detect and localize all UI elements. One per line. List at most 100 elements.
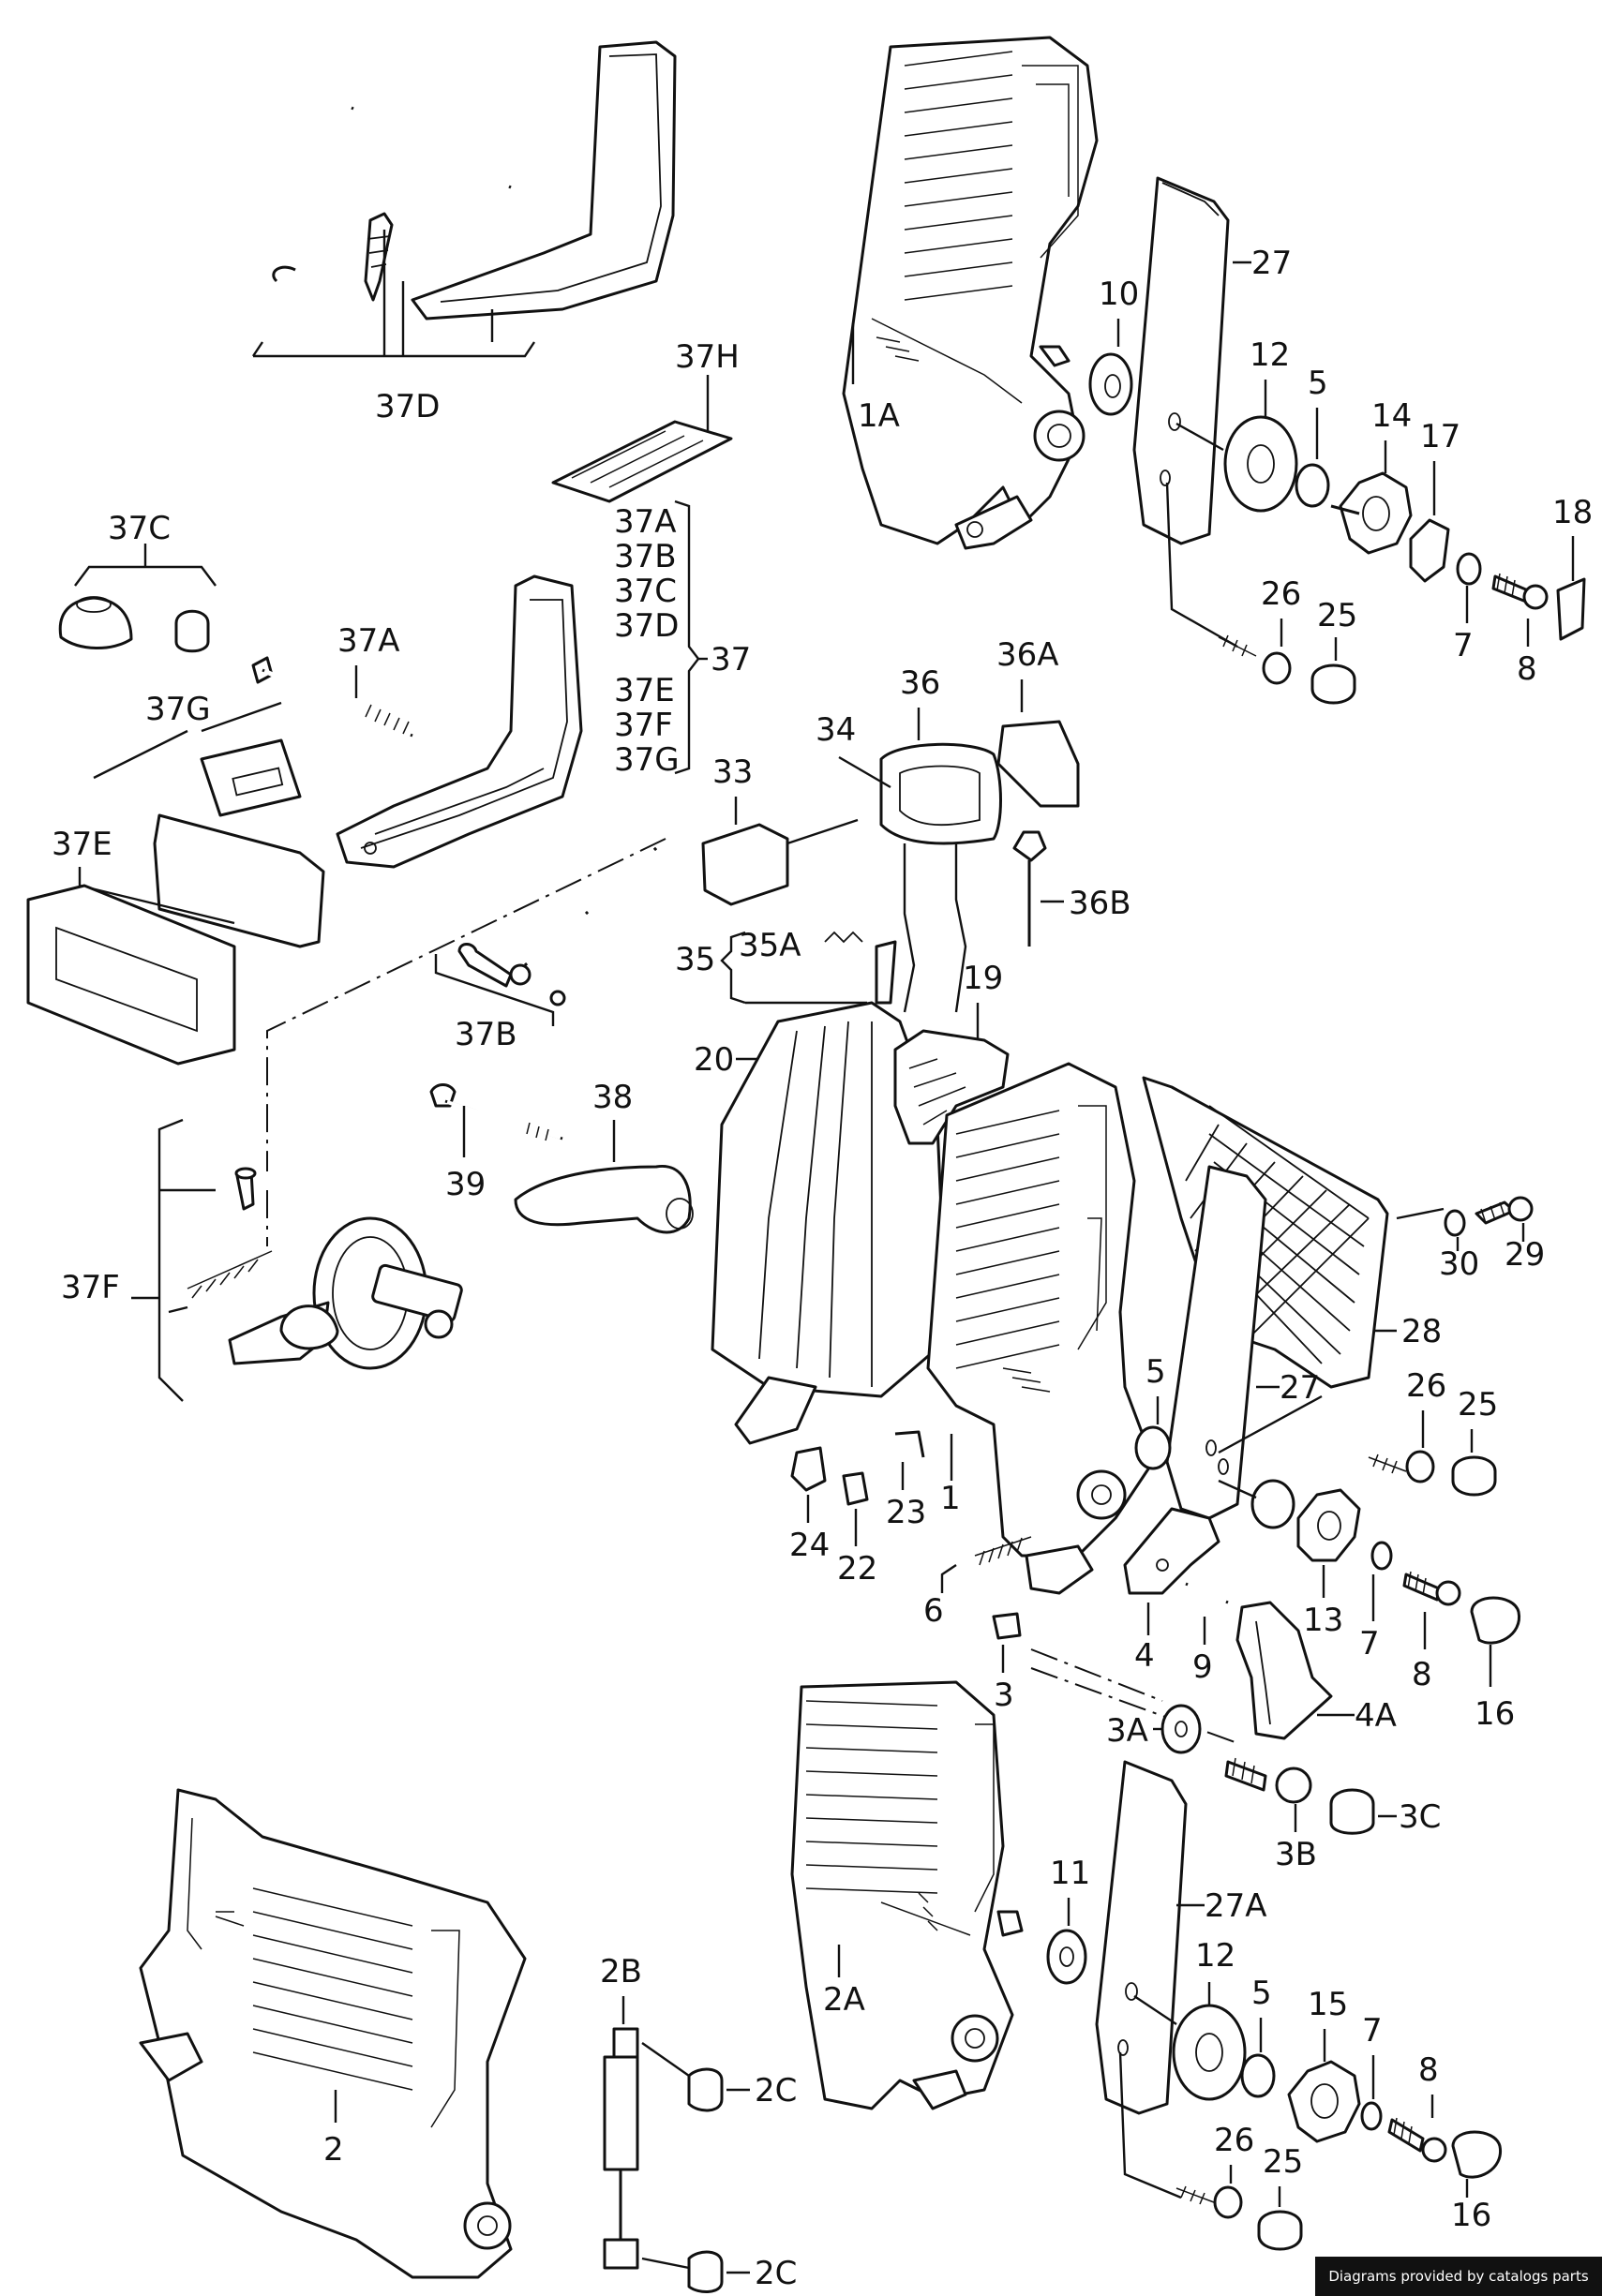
svg-text:7: 7	[1359, 1625, 1380, 1662]
part-17: 17	[1409, 418, 1460, 583]
svg-text:25: 25	[1263, 2143, 1303, 2181]
svg-text:22: 22	[837, 1550, 877, 1588]
part-25-mid: 25	[1451, 1386, 1498, 1497]
part-19: 19	[893, 960, 1010, 1145]
part-1a-backrest: 1A	[842, 36, 1099, 550]
svg-text:37F: 37F	[614, 707, 673, 744]
part-4: 4	[1123, 1507, 1220, 1675]
svg-text:37B: 37B	[455, 1016, 517, 1053]
part-20-cover: 20	[694, 1001, 949, 1445]
part-35: 35 35A	[675, 927, 897, 1005]
credit-banner: Diagrams provided by catalogs parts	[1315, 2257, 1602, 2296]
svg-text:5: 5	[1251, 1975, 1272, 2012]
part-12-top: 12	[1175, 336, 1298, 513]
part-2b-strut: 2B	[600, 1953, 642, 2270]
part-6: 6	[923, 1536, 1032, 1630]
svg-text:35A: 35A	[739, 927, 801, 964]
svg-text:7: 7	[1362, 2012, 1383, 2050]
part-2c-upper: 2C	[641, 2042, 797, 2112]
part-13-knob: 13	[1218, 1479, 1361, 1639]
svg-text:37B: 37B	[614, 538, 677, 575]
svg-text:5: 5	[1145, 1353, 1166, 1391]
svg-text:37E: 37E	[614, 672, 675, 709]
svg-text:29: 29	[1505, 1236, 1545, 1274]
part-8-mid: 8	[1402, 1571, 1461, 1693]
part-36a: 36A	[996, 636, 1080, 808]
part-25-bottom: 25	[1257, 2143, 1303, 2251]
part-8-bottom: 8	[1387, 2051, 1447, 2163]
part-2-backrest: 2	[139, 1788, 527, 2279]
svg-text:15: 15	[1308, 1986, 1348, 2023]
part-37b: 37B	[434, 844, 660, 1053]
part-22: 22	[837, 1471, 877, 1588]
part-9: 9	[1185, 1580, 1229, 1686]
part-7-mid: 7	[1359, 1541, 1393, 1662]
svg-text:4A: 4A	[1355, 1697, 1397, 1735]
svg-text:37G: 37G	[145, 691, 211, 728]
svg-text:3A: 3A	[1106, 1712, 1148, 1750]
part-18: 18	[1552, 494, 1593, 641]
svg-text:2B: 2B	[600, 1953, 642, 1990]
part-7-top: 7	[1453, 552, 1482, 664]
part-2c-lower: 2C	[641, 2250, 797, 2293]
svg-text:37C: 37C	[108, 510, 171, 547]
part-14-knob: 14	[1330, 397, 1413, 555]
part-37a: 37A	[251, 622, 413, 738]
svg-text:37E: 37E	[52, 826, 112, 863]
part-23: 23	[886, 1430, 926, 1531]
part-8-top: 8	[1491, 573, 1549, 688]
svg-text:2C: 2C	[755, 2072, 797, 2110]
part-37e: 37E	[26, 826, 236, 1066]
svg-text:14: 14	[1371, 397, 1412, 435]
svg-text:36B: 36B	[1069, 885, 1131, 922]
part-37-list: 37A 37B 37C 37D 37E 37F 37G 37	[614, 499, 751, 779]
svg-text:3: 3	[994, 1677, 1014, 1714]
part-27a-cover: 27A	[1095, 1760, 1267, 2115]
part-24: 24	[789, 1446, 830, 1564]
label-37h: 37H	[675, 338, 740, 376]
svg-text:2C: 2C	[755, 2255, 797, 2292]
part-36-headrest: 36	[879, 664, 1002, 1013]
svg-text:3B: 3B	[1275, 1836, 1317, 1873]
svg-text:26: 26	[1214, 2122, 1254, 2159]
svg-text:26: 26	[1261, 575, 1301, 613]
part-29-30: 29 30	[1396, 1196, 1545, 1283]
part-11: 11	[1046, 1855, 1090, 1985]
svg-text:36A: 36A	[996, 636, 1059, 674]
part-37c: 37C	[58, 510, 217, 653]
svg-text:10: 10	[1099, 276, 1139, 313]
part-5-bottom: 5	[1240, 1975, 1276, 2098]
svg-text:5: 5	[1308, 365, 1328, 402]
svg-text:27: 27	[1251, 245, 1292, 282]
part-39: 39	[429, 1083, 563, 1203]
part-25-top: 25	[1310, 597, 1357, 705]
part-16-mid: 16	[1470, 1596, 1520, 1733]
svg-text:9: 9	[1192, 1648, 1213, 1686]
part-1-backrest: 1	[926, 1062, 1155, 1595]
part-3: 3	[992, 1612, 1022, 1714]
svg-text:16: 16	[1451, 2197, 1491, 2234]
svg-text:39: 39	[445, 1166, 486, 1203]
part-34: 34	[816, 711, 891, 789]
label-37d-kit: 37D	[375, 388, 440, 425]
svg-text:35: 35	[675, 941, 715, 978]
part-37d-group: 37D	[252, 40, 677, 425]
svg-text:2A: 2A	[823, 1981, 865, 2019]
svg-text:18: 18	[1552, 494, 1593, 531]
svg-text:1A: 1A	[858, 397, 900, 435]
part-27-cover-top: 27	[1132, 176, 1292, 545]
part-26-bottom: 26	[1118, 2051, 1254, 2219]
part-3a: 3A	[1106, 1704, 1202, 1754]
part-36b: 36B	[1012, 830, 1131, 947]
svg-text:36: 36	[900, 664, 940, 702]
svg-text:8: 8	[1418, 2051, 1439, 2089]
part-10-washer: 10	[1088, 276, 1139, 416]
part-37-frame	[336, 574, 583, 869]
svg-text:3C: 3C	[1399, 1798, 1441, 1836]
svg-text:25: 25	[1458, 1386, 1498, 1424]
svg-text:12: 12	[1195, 1937, 1235, 1975]
svg-text:37C: 37C	[614, 573, 677, 610]
svg-text:2: 2	[323, 2131, 344, 2169]
part-2a-backrest: 2A	[790, 1680, 1024, 2110]
